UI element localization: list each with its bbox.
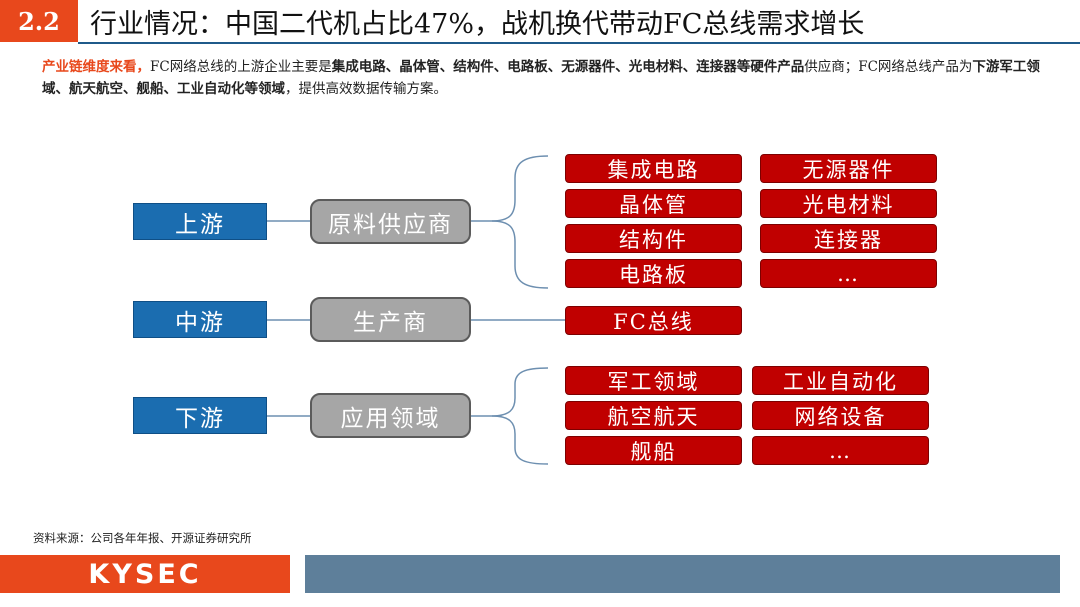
intro-bold-1: 集成电路、晶体管、结构件、电路板、无源器件、光电材料、连接器等硬件产品	[331, 59, 805, 75]
upstream-item: 晶体管	[565, 189, 742, 218]
upstream-item: 连接器	[760, 224, 937, 253]
downstream-item: 军工领域	[565, 366, 742, 395]
intro-text-3: ，提供高效数据传输方案。	[285, 81, 447, 97]
intro-lead: 产业链维度来看，	[42, 59, 150, 75]
intro-paragraph: 产业链维度来看，FC网络总线的上游企业主要是集成电路、晶体管、结构件、电路板、无…	[42, 56, 1047, 100]
footer-bar	[305, 555, 1060, 593]
downstream-item: …	[752, 436, 929, 465]
section-number: 2.2	[0, 0, 78, 42]
upstream-item: 无源器件	[760, 154, 937, 183]
tier-upstream: 上游	[133, 203, 267, 240]
role-applications: 应用领域	[310, 393, 471, 438]
role-suppliers: 原料供应商	[310, 199, 471, 244]
upstream-item: 光电材料	[760, 189, 937, 218]
page-title: 行业情况：中国二代机占比47%，战机换代带动FC总线需求增长	[90, 8, 865, 40]
kysec-logo: KYSEC	[0, 555, 290, 593]
upstream-item: 集成电路	[565, 154, 742, 183]
header-divider	[78, 42, 1080, 44]
midstream-item: FC总线	[565, 306, 742, 335]
downstream-item: 工业自动化	[752, 366, 929, 395]
downstream-item: 舰船	[565, 436, 742, 465]
tier-downstream: 下游	[133, 397, 267, 434]
downstream-item: 航空航天	[565, 401, 742, 430]
upstream-brace-bottom	[491, 220, 549, 289]
intro-text-2: 供应商；FC网络总线产品为	[804, 59, 973, 75]
intro-text-1: FC网络总线的上游企业主要是	[150, 59, 332, 75]
downstream-brace-bottom	[491, 415, 549, 465]
upstream-brace-top	[471, 155, 549, 222]
upstream-item: …	[760, 259, 937, 288]
upstream-item: 电路板	[565, 259, 742, 288]
intro-bold-2: 下游军工领域、航天航空、舰船、工业自动化等领域	[42, 59, 1040, 97]
downstream-item: 网络设备	[752, 401, 929, 430]
source-note: 资料来源：公司各年年报、开源证券研究所	[33, 531, 252, 545]
tier-midstream: 中游	[133, 301, 267, 338]
downstream-brace-top	[471, 367, 549, 417]
upstream-item: 结构件	[565, 224, 742, 253]
role-manufacturer: 生产商	[310, 297, 471, 342]
